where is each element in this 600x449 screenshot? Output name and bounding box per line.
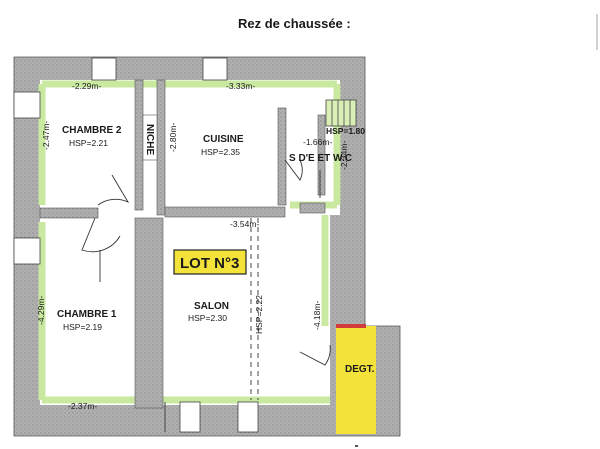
room-salon-hsp-vertical: HSP=2.22 xyxy=(254,295,264,334)
room-cuisine-hsp: HSP=2.35 xyxy=(201,147,240,157)
dim-cuisine-height: -2.80m- xyxy=(168,123,178,152)
lot-box xyxy=(173,249,247,275)
edge-mark xyxy=(596,14,598,50)
room-chambre2-hsp: HSP=2.21 xyxy=(69,138,108,148)
dim-salon-width: -3.54m- xyxy=(230,219,259,229)
dim-chambre2-height: -2.47m- xyxy=(41,121,51,150)
plan-title: Rez de chaussée : xyxy=(238,16,351,31)
room-chambre2-name: CHAMBRE 2 xyxy=(62,125,122,136)
room-salon-name: SALON xyxy=(194,301,229,312)
room-niche-name: NICHE xyxy=(144,124,155,155)
dim-sde-width: -1.66m- xyxy=(303,137,332,147)
lot-label: LOT N°3 xyxy=(180,255,239,272)
dim-chambre1-height: -4.29m- xyxy=(36,296,46,325)
degt-area xyxy=(336,326,376,434)
room-sde-name: S D'E ET W.C xyxy=(289,153,352,164)
bottom-mark xyxy=(355,445,358,447)
room-salon-hsp: HSP=2.30 xyxy=(188,313,227,323)
interior-walls xyxy=(39,79,326,409)
salon-partition-dashed xyxy=(250,218,259,400)
degt-top-mark xyxy=(336,324,366,328)
room-sde-hsp: HSP=1.80 xyxy=(326,126,365,136)
room-degt-name: DEGT. xyxy=(345,364,375,375)
room-chambre1-name: CHAMBRE 1 xyxy=(57,309,117,320)
dim-chambre2-width: -2.29m- xyxy=(72,81,101,91)
room-cuisine-name: CUISINE xyxy=(203,134,244,145)
room-chambre1-hsp: HSP=2.19 xyxy=(63,322,102,332)
dim-chambre1-width: -2.37m- xyxy=(68,401,97,411)
dim-sde-height: -2.34m- xyxy=(339,141,349,170)
windows xyxy=(13,57,259,433)
dim-salon-height: -4.18m- xyxy=(312,301,322,330)
stair-icon xyxy=(325,99,357,127)
dim-cuisine-width: -3.33m- xyxy=(226,81,255,91)
